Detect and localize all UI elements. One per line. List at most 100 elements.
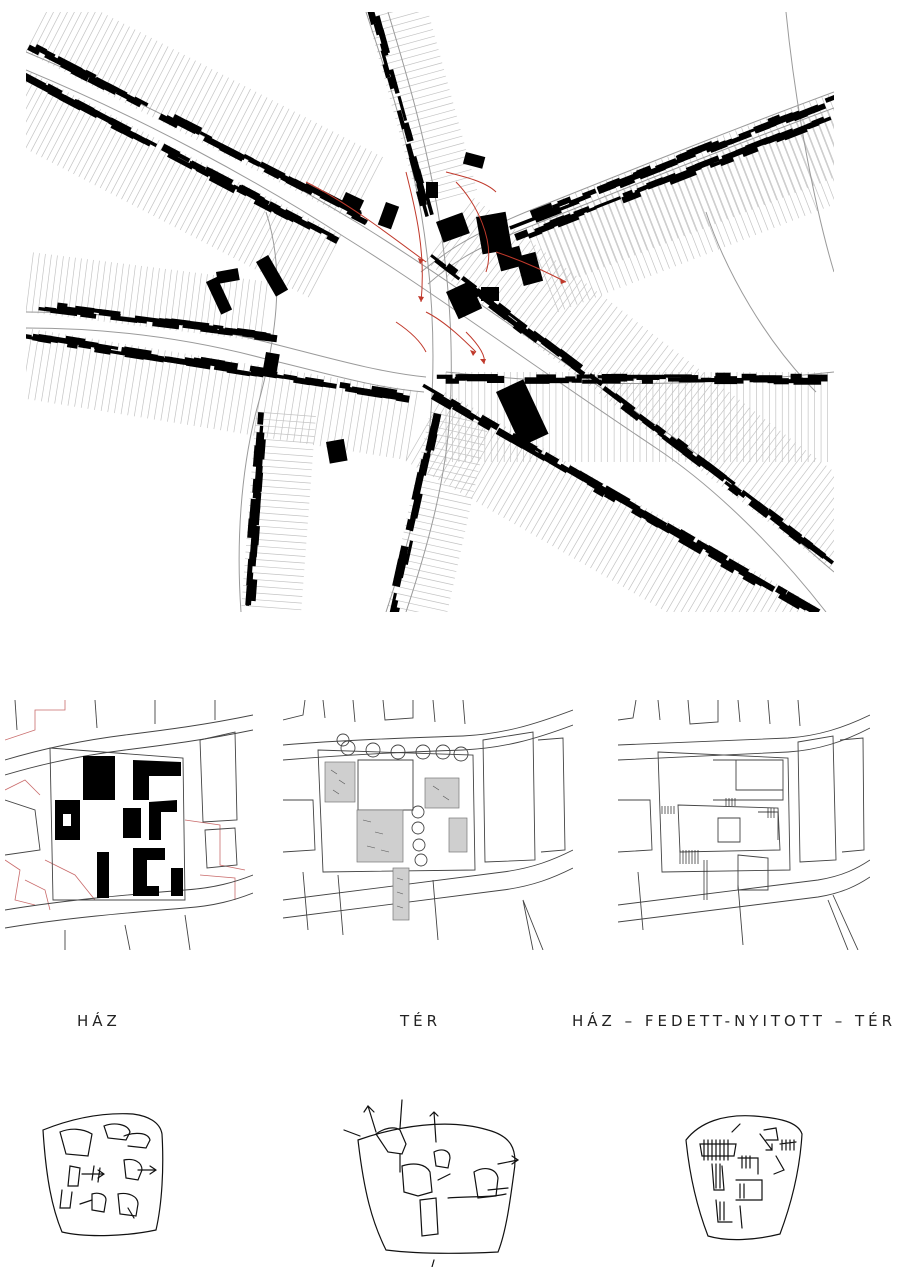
parcel-line [808,518,834,553]
parcel-line [563,482,604,553]
parcel-line [514,454,555,525]
building [263,167,281,180]
parcel-line [716,564,745,612]
parcel-line [200,357,213,428]
building [647,422,661,434]
parcel-line [212,85,246,149]
parcel-line [31,253,40,313]
parcel-line [579,492,621,562]
building [395,393,410,403]
building [551,200,566,209]
parcel-line [573,489,615,559]
building [758,375,783,379]
parcel-line [556,215,590,300]
building [816,549,834,565]
parcel-line [690,399,740,464]
parcel-line [396,564,455,579]
parcel-line [633,523,675,594]
parcel-line [297,229,331,292]
parcel-line [246,365,259,435]
parcel-line [531,225,566,310]
parcel-line [726,426,776,491]
parcel-line [762,453,812,518]
building [283,374,298,381]
parcel-line [553,294,603,360]
parcel-line [391,584,451,599]
parcel-line [131,142,165,205]
parcel-line [821,96,834,130]
building [694,155,720,170]
parcel-line [105,128,139,191]
parcel-line [636,184,670,269]
parcel-line [114,343,126,414]
parcel-line [54,334,67,404]
parcel-line [211,184,245,247]
parcel-line [196,77,229,140]
building [165,115,180,126]
parcel-line [26,86,59,149]
parcel-line [213,359,226,430]
building [126,95,142,108]
parcel-line [614,341,664,406]
building [387,75,398,90]
parcel-line [593,185,624,261]
building [557,348,584,371]
building [674,438,689,451]
building [720,559,737,574]
parcel-line [253,280,262,341]
building [617,374,640,379]
building [594,196,622,210]
parcel-line [655,161,685,237]
parcel-line [644,530,686,600]
parcel-line [476,432,517,503]
parcel-line [256,108,290,172]
parcel-line [741,143,775,228]
parcel-line [47,12,75,64]
parcel-line [26,81,48,123]
parcel-line [736,434,786,499]
house-diagram [5,700,253,950]
parcel-line [307,235,341,298]
building [39,47,56,60]
building [26,76,51,93]
parcel-line [507,260,557,325]
building [748,500,770,519]
parcel-line [618,191,652,276]
parcel-line [130,43,163,106]
parcel-line [818,539,834,561]
parcel-line [535,467,577,537]
building [397,95,408,122]
parcel-line [701,407,751,472]
building [641,378,653,384]
parcel-line [685,395,735,460]
parcel-line [449,416,490,487]
parcel-line [704,142,735,218]
parcel-line [728,132,759,208]
building [415,189,427,207]
parcel-line [278,119,312,183]
building [533,205,562,223]
parcel-line [367,12,394,20]
parcel-line [399,389,412,460]
parcel-line [606,508,648,578]
parcel-line [35,92,69,155]
parcel-line [722,135,753,210]
building [479,414,500,431]
parcel-line [378,42,437,60]
parcel-line [587,203,621,288]
parcel-line [767,457,817,522]
building [603,492,617,503]
parcel-line [617,514,659,584]
parcel-line [802,119,834,201]
building [570,363,586,377]
parcel-line [121,137,155,200]
building [426,182,438,198]
parcel-line [548,291,598,356]
parcel-line [393,578,453,592]
building [367,12,378,26]
parcel-line [67,109,101,172]
building [824,94,834,103]
building [546,344,562,357]
building [188,124,202,135]
building [741,145,759,157]
